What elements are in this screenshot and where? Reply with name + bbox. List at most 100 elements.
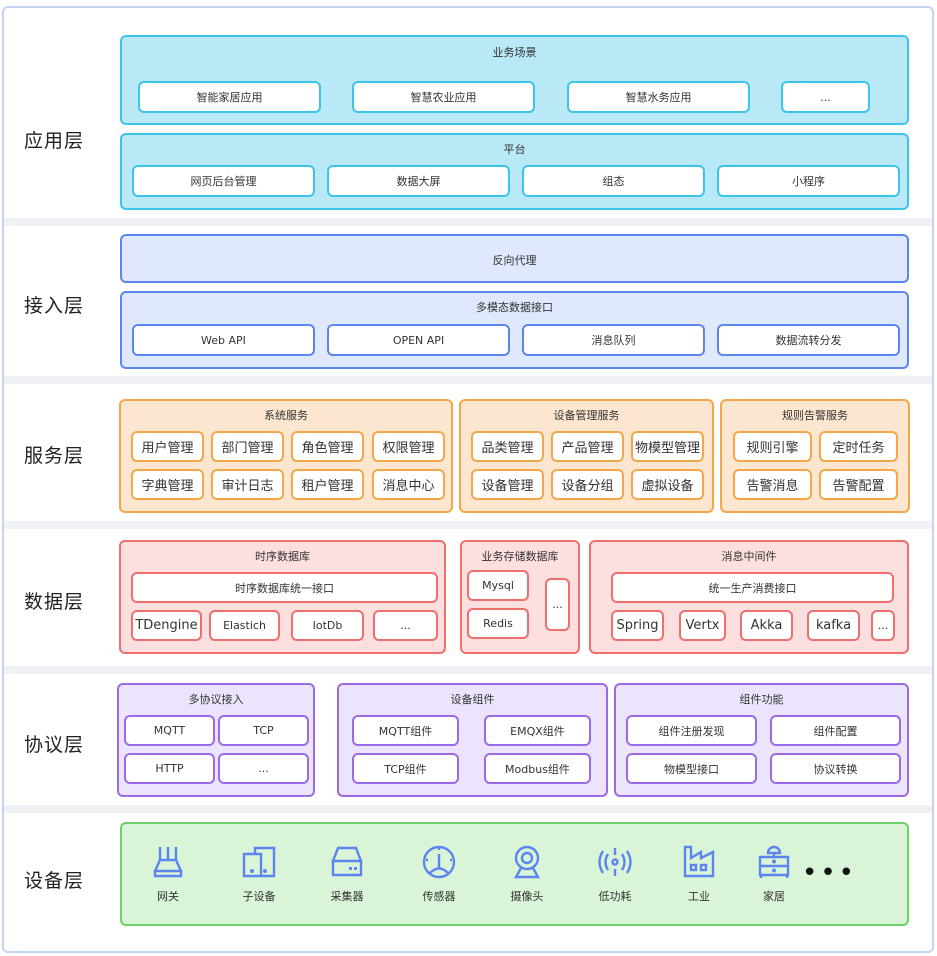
mq-item[interactable]: ...: [871, 610, 895, 641]
low-power-icon: [598, 848, 632, 876]
mq-unified-interface[interactable]: 统一生产消费接口: [611, 572, 894, 603]
layer-label: 应用层: [24, 130, 85, 152]
device-item-sub-device[interactable]: 子设备: [219, 844, 299, 904]
tsdb-unified-interface[interactable]: 时序数据库统一接口: [131, 572, 438, 603]
scenario-item[interactable]: 智能家居应用: [138, 81, 321, 113]
service-item[interactable]: 告警配置: [819, 469, 898, 500]
interface-item[interactable]: Web API: [132, 324, 315, 356]
interface-item[interactable]: OPEN API: [327, 324, 510, 356]
component-item[interactable]: TCP组件: [352, 753, 459, 784]
application-layer: 应用层 业务场景 智能家居应用 智慧农业应用 智慧水务应用 ... 平台 网页后…: [4, 8, 932, 218]
bizdb-item[interactable]: Mysql: [467, 570, 529, 601]
component-item[interactable]: EMQX组件: [484, 715, 591, 746]
device-item-low-power[interactable]: 低功耗: [575, 844, 655, 904]
service-item[interactable]: 产品管理: [551, 431, 624, 462]
service-item[interactable]: 租户管理: [291, 469, 364, 500]
service-item[interactable]: 物模型管理: [631, 431, 704, 462]
mq-item[interactable]: kafka: [807, 610, 860, 641]
device-item-collector[interactable]: 采集器: [307, 844, 387, 904]
service-item[interactable]: 审计日志: [211, 469, 284, 500]
gateway-icon: [153, 847, 183, 878]
data-layer: 数据层 时序数据库 时序数据库统一接口 TDengine Elastich Io…: [4, 529, 932, 666]
device-label: 网关: [157, 890, 179, 903]
group-title: 系统服务: [264, 409, 308, 422]
service-item[interactable]: 品类管理: [471, 431, 544, 462]
bizdb-item[interactable]: Redis: [467, 608, 529, 639]
service-item[interactable]: 告警消息: [733, 469, 812, 500]
bizdb-item[interactable]: ...: [545, 578, 570, 631]
component-item[interactable]: MQTT组件: [352, 715, 459, 746]
mq-item[interactable]: Spring: [611, 610, 664, 641]
tsdb-item[interactable]: IotDb: [291, 610, 364, 641]
camera-icon: [513, 845, 541, 879]
platform-item[interactable]: 组态: [522, 165, 705, 197]
device-label: 摄像头: [510, 890, 544, 903]
function-item[interactable]: 组件注册发现: [626, 715, 757, 746]
group-title: 规则告警服务: [782, 409, 848, 422]
group-title: 业务场景: [492, 46, 537, 59]
business-db-group: 业务存储数据库 Mysql Redis ...: [460, 540, 580, 654]
collector-icon: [331, 846, 363, 877]
interface-item[interactable]: 数据流转分发: [717, 324, 900, 356]
service-item[interactable]: 设备管理: [471, 469, 544, 500]
service-item[interactable]: 消息中心: [372, 469, 445, 500]
group-title: 设备管理服务: [553, 409, 620, 422]
scenario-item[interactable]: 智慧农业应用: [352, 81, 535, 113]
service-item[interactable]: 角色管理: [291, 431, 364, 462]
function-item[interactable]: 物模型接口: [626, 753, 757, 784]
service-item[interactable]: 虚拟设备: [631, 469, 704, 500]
interface-item[interactable]: 消息队列: [522, 324, 705, 356]
sub-device-icon: [242, 846, 276, 878]
platform-group: 平台 网页后台管理 数据大屏 组态 小程序: [120, 133, 909, 210]
device-label: 工业: [688, 890, 710, 903]
scenario-item[interactable]: ...: [781, 81, 870, 113]
device-item-gateway[interactable]: 网关: [128, 844, 208, 904]
timeseries-db-group: 时序数据库 时序数据库统一接口 TDengine Elastich IotDb …: [119, 540, 446, 654]
architecture-diagram: 应用层 业务场景 智能家居应用 智慧农业应用 智慧水务应用 ... 平台 网页后…: [2, 6, 934, 953]
tsdb-item[interactable]: ...: [373, 610, 438, 641]
message-middleware-group: 消息中间件 统一生产消费接口 Spring Vertx Akka kafka .…: [589, 540, 909, 654]
group-title: 设备组件: [450, 693, 495, 706]
protocol-item[interactable]: ...: [218, 753, 309, 784]
component-functions-group: 组件功能 组件注册发现 组件配置 物模型接口 协议转换: [614, 683, 909, 797]
group-title: 业务存储数据库: [481, 550, 559, 563]
sensor-icon: [422, 845, 456, 879]
service-item[interactable]: 规则引擎: [733, 431, 812, 462]
device-item-sensor[interactable]: 传感器: [399, 844, 479, 904]
more-devices-ellipsis: •••: [802, 858, 858, 888]
rule-alarm-service-group: 规则告警服务 规则引擎 定时任务 告警消息 告警配置: [720, 399, 910, 513]
group-title: 组件功能: [739, 693, 784, 706]
service-item[interactable]: 设备分组: [551, 469, 624, 500]
platform-item[interactable]: 小程序: [717, 165, 900, 197]
access-layer: 接入层 反向代理 多模态数据接口 Web API OPEN API 消息队列 数…: [4, 226, 932, 376]
mq-item[interactable]: Akka: [740, 610, 793, 641]
multimodal-interface-group: 多模态数据接口 Web API OPEN API 消息队列 数据流转分发: [120, 291, 909, 369]
mq-item[interactable]: Vertx: [679, 610, 726, 641]
group-title: 反向代理: [492, 254, 537, 267]
group-title: 时序数据库: [255, 550, 310, 563]
service-item[interactable]: 字典管理: [131, 469, 204, 500]
function-item[interactable]: 组件配置: [770, 715, 901, 746]
device-label: 采集器: [330, 890, 364, 903]
component-item[interactable]: Modbus组件: [484, 753, 591, 784]
device-management-service-group: 设备管理服务 品类管理 产品管理 物模型管理 设备管理 设备分组 虚拟设备: [459, 399, 714, 513]
business-scenarios-group: 业务场景 智能家居应用 智慧农业应用 智慧水务应用 ...: [120, 35, 909, 125]
platform-item[interactable]: 数据大屏: [327, 165, 510, 197]
service-item[interactable]: 部门管理: [211, 431, 284, 462]
scenario-item[interactable]: 智慧水务应用: [567, 81, 750, 113]
service-item[interactable]: 权限管理: [372, 431, 445, 462]
protocol-item[interactable]: MQTT: [124, 715, 215, 746]
service-item[interactable]: 定时任务: [819, 431, 898, 462]
protocol-item[interactable]: TCP: [218, 715, 309, 746]
protocol-item[interactable]: HTTP: [124, 753, 215, 784]
device-item-industry[interactable]: 工业: [659, 844, 739, 904]
device-item-camera[interactable]: 摄像头: [487, 844, 567, 904]
device-label: 低功耗: [598, 890, 632, 903]
function-item[interactable]: 协议转换: [770, 753, 901, 784]
tsdb-item[interactable]: Elastich: [209, 610, 280, 641]
platform-item[interactable]: 网页后台管理: [132, 165, 315, 197]
tsdb-item[interactable]: TDengine: [131, 610, 202, 641]
device-item-home[interactable]: 家居: [734, 844, 814, 904]
service-item[interactable]: 用户管理: [131, 431, 204, 462]
group-title: 多模态数据接口: [476, 301, 553, 314]
